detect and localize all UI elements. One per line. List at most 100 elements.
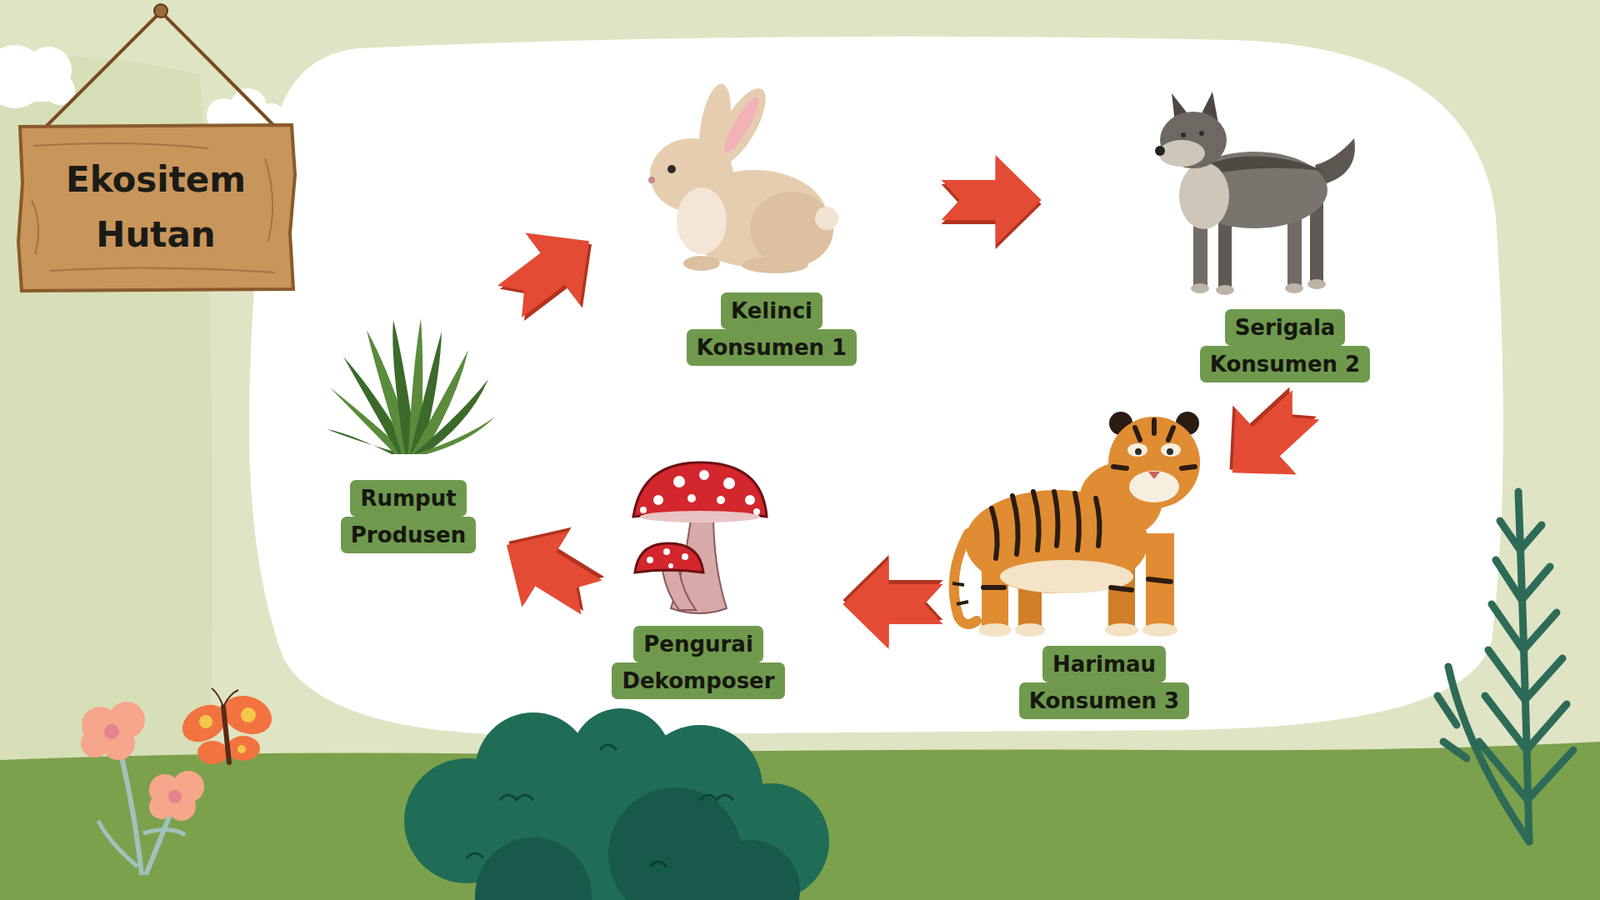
node-label: Pengurai (633, 625, 764, 663)
mushroom-illustration (633, 462, 767, 614)
flower-butterfly-part (197, 740, 228, 765)
flower-butterfly-part (143, 829, 185, 835)
wooden-sign-part (154, 4, 168, 18)
mushroom-illustration-part-part (640, 506, 647, 514)
tiger-illustration-part (1105, 623, 1139, 637)
wooden-sign-part (265, 158, 273, 242)
bush-part (475, 837, 592, 900)
ground (0, 741, 1600, 900)
mushroom-illustration-part-part (716, 495, 725, 505)
bush-part (650, 861, 667, 867)
tiger-illustration-part-part (1095, 498, 1100, 546)
wooden-sign-part (50, 267, 275, 273)
flower-butterfly-part (237, 745, 246, 754)
flow-arrow-body (843, 559, 944, 650)
wooden-sign-part (33, 143, 209, 149)
tiger-illustration-part-part (1075, 493, 1080, 550)
sign-title-box: Ekositem Hutan (17, 124, 295, 291)
mushroom-illustration-part (662, 570, 696, 610)
node-label: Konsumen 1 (686, 329, 857, 366)
node-label: Konsumen 3 (1019, 682, 1190, 720)
tiger-illustration-part (1127, 443, 1148, 457)
bush-part (600, 745, 617, 750)
wooden-sign-part (45, 11, 275, 127)
grass-plant-part (1491, 604, 1557, 650)
wooden-sign-part (31, 200, 39, 255)
flower-butterfly-part (168, 790, 182, 804)
tiger-illustration-part-part (1012, 495, 1019, 555)
mushroom-illustration-part-part (699, 470, 710, 480)
grass-plant-part (1500, 520, 1542, 550)
node-label: Konsumen 2 (1200, 345, 1370, 383)
bush-part (466, 853, 484, 859)
mushroom-illustration-part-part (653, 495, 664, 505)
tiger-illustration-part (978, 623, 1012, 637)
mushroom-illustration-part (640, 470, 760, 569)
mushroom-illustration-part-part (753, 508, 760, 515)
tiger-illustration-part (1129, 470, 1180, 503)
tiger-illustration-part (1148, 471, 1160, 480)
label-row: Produsen (316, 516, 500, 554)
tiger-illustration-part-part (1113, 466, 1195, 469)
rabbit-illustration (648, 80, 839, 274)
mushroom-illustration-part-part (668, 563, 674, 569)
tiger-illustration-part (1135, 448, 1142, 455)
tiger-illustration-part (952, 583, 969, 605)
grass-illustration-part (415, 416, 495, 455)
node-box: PenguraiDekomposer (598, 460, 799, 701)
tiger-illustration-part (983, 420, 1195, 590)
grass-illustration (326, 318, 495, 455)
node-label: Dekomposer (611, 662, 785, 700)
node-box: SerigalaKonsumen 2 (1151, 86, 1419, 385)
wolf-illustration-part (1179, 162, 1230, 230)
label-row: Konsumen 3 (987, 682, 1221, 720)
bush-part (700, 840, 800, 900)
node-label: Produsen (340, 516, 476, 554)
tiger-illustration-part-part (1033, 491, 1040, 550)
mushroom-illustration-part-part (646, 556, 654, 564)
tiger-illustration-part (1160, 443, 1181, 457)
tiger-illustration-part-part (1054, 491, 1058, 546)
wooden-sign (18, 4, 295, 291)
tiger-illustration-part (1108, 416, 1200, 509)
flow-arrow (941, 155, 1042, 250)
flow-arrow-body (1201, 371, 1336, 506)
ground-part (0, 741, 1600, 900)
label-row: Harimau (987, 645, 1221, 683)
node-label: Rumput (350, 480, 466, 517)
flow-arrow (843, 555, 944, 650)
wolf-illustration-part (1215, 285, 1235, 295)
label-row: Dekomposer (598, 662, 799, 700)
node-box: KelinciKonsumen 1 (638, 93, 905, 368)
rabbit-illustration-part (741, 256, 809, 274)
node-box: HarimauKonsumen 3 (987, 413, 1221, 721)
rabbit-illustration-part (648, 176, 655, 184)
mushroom-illustration-part (635, 543, 704, 573)
mushroom-illustration-part-part (687, 494, 696, 503)
mushroom-illustration-part-part (723, 477, 735, 490)
label-row: Serigala (1151, 309, 1419, 346)
node-label: Serigala (1225, 309, 1346, 346)
flow-arrow (483, 503, 618, 636)
wolf-illustration-part (1285, 283, 1304, 294)
tiger-illustration-part (1015, 623, 1045, 637)
flow-arrow-body (482, 205, 617, 338)
tiger-illustration (952, 411, 1200, 637)
flow-arrow (1199, 368, 1337, 505)
flower-butterfly-part (211, 688, 239, 707)
grass-plant-part (1485, 695, 1567, 750)
rabbit-illustration-part (676, 187, 727, 255)
mushroom-illustration-part-part (681, 553, 689, 560)
tiger-illustration-part-part (991, 508, 998, 559)
node-label: Kelinci (720, 292, 823, 330)
flower-butterfly (80, 688, 278, 875)
flower-butterfly-part (240, 707, 256, 723)
flower-butterfly-part (104, 724, 120, 740)
grass-plant-part (1495, 560, 1550, 600)
wolf-illustration-part (1155, 145, 1165, 156)
